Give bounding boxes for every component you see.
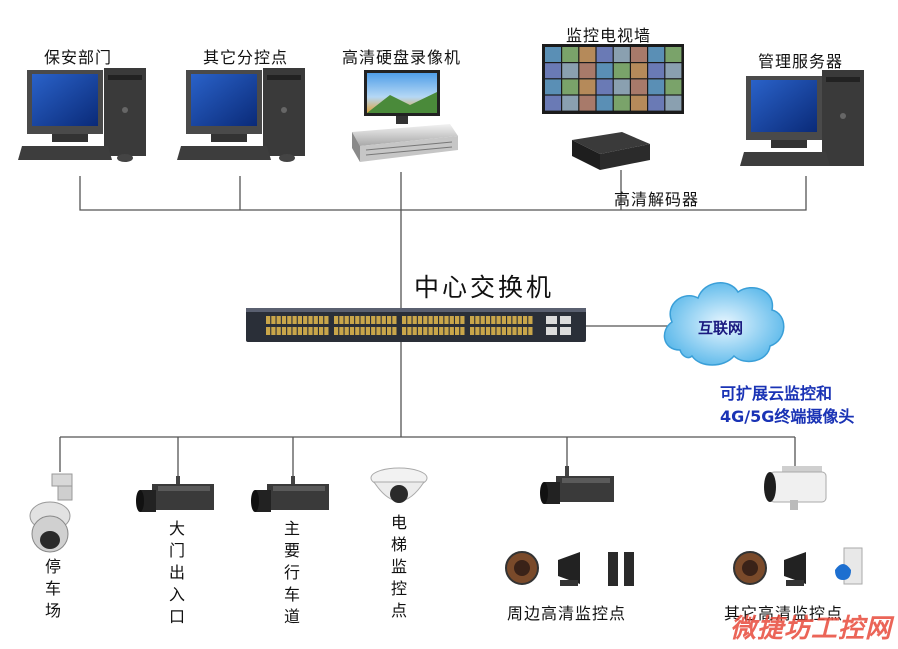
label-perimeter: 周边高清监控点 (507, 604, 627, 623)
label-parking: 停车场 (44, 557, 61, 620)
video-wall-icon (542, 44, 684, 114)
label-security-dept: 保安部门 (44, 48, 113, 67)
label-elevator: 电梯监控点 (390, 513, 407, 620)
label-decoder: 高清解码器 (614, 190, 700, 209)
dome-camera-icon (370, 467, 428, 503)
label-other-hd: 其它高清监控点 (724, 604, 844, 623)
label-nvr: 高清硬盘录像机 (342, 48, 462, 67)
speaker-icon (733, 551, 767, 585)
box-camera-icon (136, 476, 214, 512)
siren-horn-icon (558, 552, 580, 586)
water-sensor-icon (835, 547, 863, 585)
label-main-road: 主要行车道 (283, 519, 300, 626)
label-video-wall: 监控电视墙 (566, 26, 652, 45)
sensor-group (505, 551, 634, 586)
cloud-note-line2: 4G/5G终端摄像头 (720, 407, 855, 426)
server-pc-icon (740, 70, 864, 166)
nvr-icon (352, 70, 458, 162)
watermark: 微捷坊工控网 (729, 614, 892, 644)
bullet-camera-icon (764, 466, 827, 510)
cloud-icon (663, 282, 785, 366)
cloud-label: 互联网 (698, 319, 744, 337)
sensor-group (733, 547, 863, 586)
desktop-pc-icon (177, 68, 305, 162)
desktop-pc-icon (18, 68, 146, 162)
infrared-beam-sensor-icon (608, 552, 634, 586)
diagram-title: 中心交换机 (414, 273, 555, 302)
decoder-icon (572, 132, 650, 170)
siren-horn-icon (784, 552, 806, 586)
speaker-icon (505, 551, 539, 585)
label-sub-control: 其它分控点 (203, 48, 289, 67)
label-server: 管理服务器 (758, 52, 844, 71)
box-camera-icon (251, 476, 329, 512)
switch-icon (246, 308, 586, 342)
connection-lines (59, 170, 807, 478)
label-gate: 大门出入口 (168, 519, 185, 626)
cloud-note-line1: 可扩展云监控和 (720, 384, 833, 403)
speed-dome-camera-icon (29, 473, 73, 553)
box-camera-icon (540, 466, 614, 504)
